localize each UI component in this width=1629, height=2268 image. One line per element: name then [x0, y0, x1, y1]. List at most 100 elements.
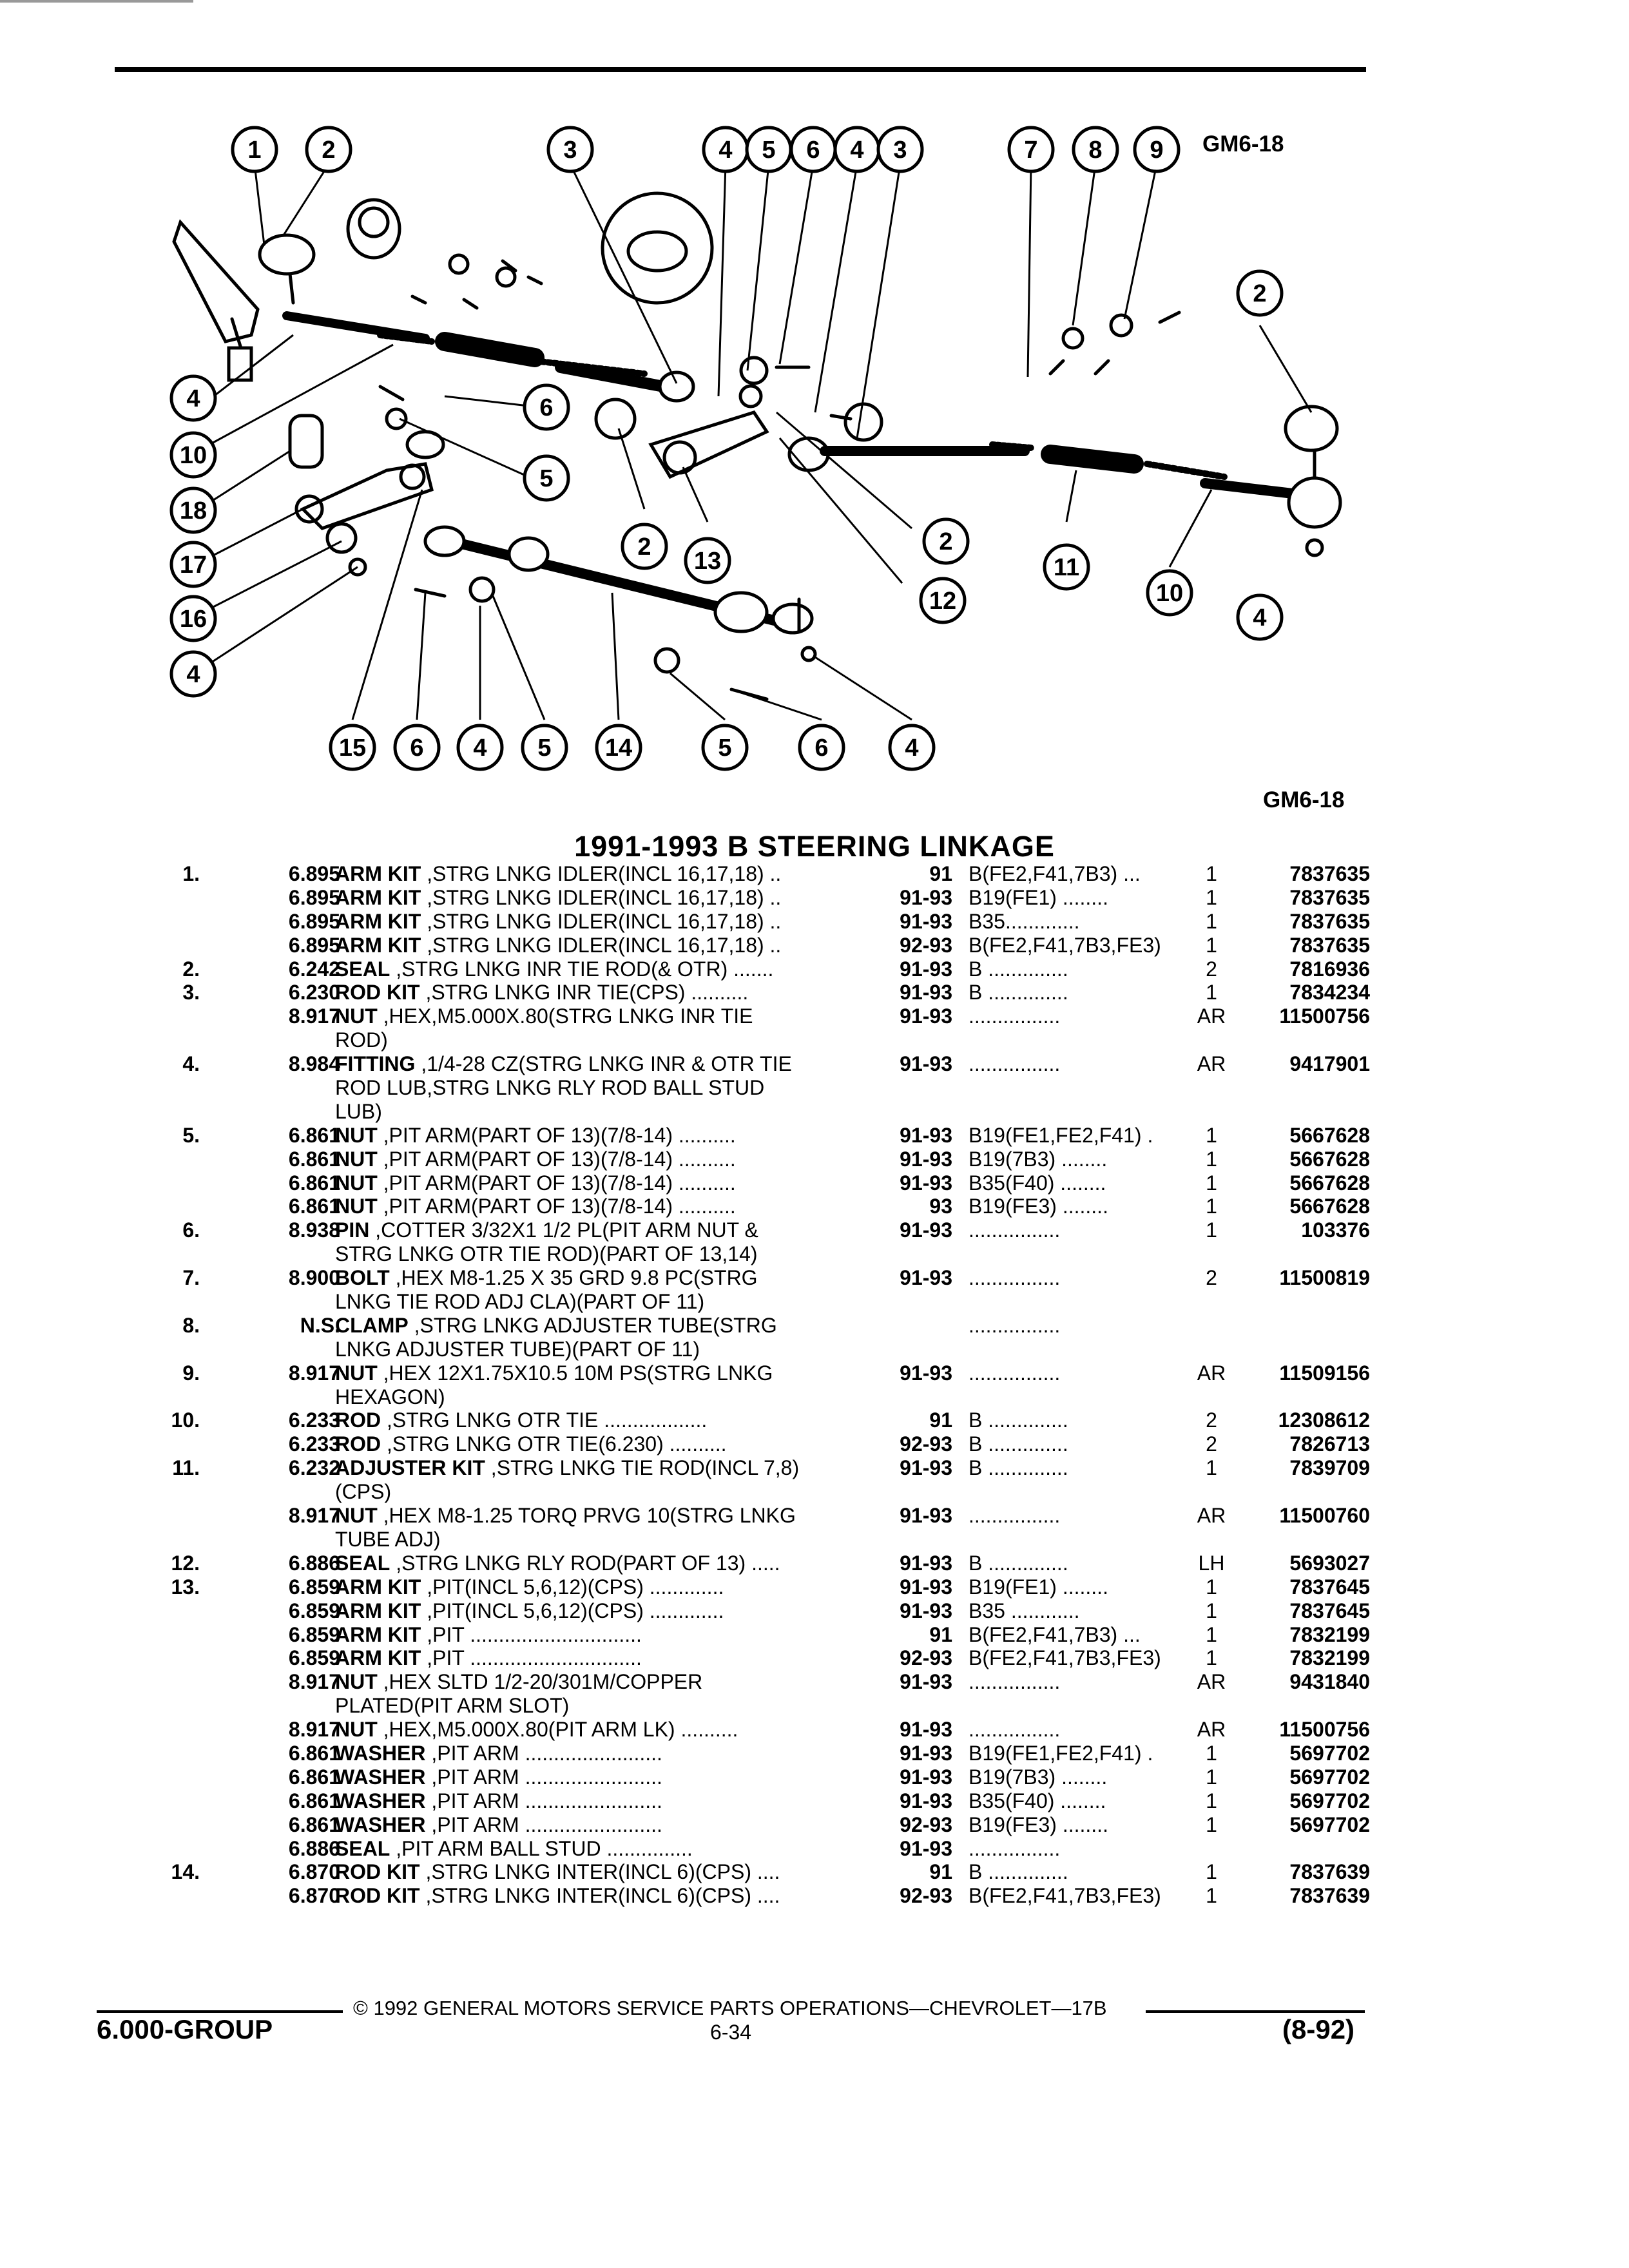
part-description: SEAL ,STRG LNKG INR TIE ROD(& OTR) .....… [335, 957, 773, 981]
part-name: ADJUSTER KIT [335, 1456, 485, 1480]
callout-number: 5 [762, 137, 775, 164]
model-codes: B(FE2,F41,7B3,FE3) [969, 933, 1161, 957]
part-description: CLAMP ,STRG LNKG ADJUSTER TUBE(STRG [335, 1314, 777, 1338]
part-name: ROD KIT [335, 1884, 420, 1908]
callout-number: 7 [1024, 137, 1037, 164]
part-detail: ,COTTER 3/32X1 1/2 PL(PIT ARM NUT & [369, 1218, 758, 1242]
part-number: 7837639 [1289, 1860, 1370, 1884]
model-codes: B19(FE1) ........ [969, 885, 1108, 909]
model-codes: B19(FE1) ........ [969, 1575, 1108, 1599]
callout-circle [1007, 126, 1055, 173]
part-detail: ,STRG LNKG IDLER(INCL 16,17,18) .. [421, 885, 782, 909]
callout-number: 4 [905, 735, 918, 762]
part-number: 5697702 [1289, 1765, 1370, 1789]
item-number: 1. [182, 862, 200, 885]
quantity: 1 [1206, 1171, 1217, 1195]
item-number: 7. [182, 1266, 200, 1290]
part-name: ROD KIT [335, 981, 420, 1004]
part-detail: ,PIT .............................. [421, 1622, 642, 1646]
part-description: PIN ,COTTER 3/32X1 1/2 PL(PIT ARM NUT & [335, 1218, 758, 1242]
part-description: FITTING ,1/4-28 CZ(STRG LNKG INR & OTR T… [335, 1052, 792, 1076]
part-detail: HEXAGON) [335, 1385, 445, 1408]
part-description: WASHER ,PIT ARM ........................ [335, 1813, 662, 1837]
model-codes: B19(FE1,FE2,F41) . [969, 1741, 1153, 1765]
part-description: ARM KIT ,STRG LNKG IDLER(INCL 16,17,18) … [335, 886, 781, 910]
quantity: 1 [1206, 1456, 1217, 1480]
parts-row: HEXAGON) [0, 1385, 1629, 1409]
callout-circle [621, 523, 668, 570]
parts-row: ROD) [0, 1028, 1629, 1052]
part-number: 11500819 [1279, 1266, 1370, 1290]
group-number: 6.859 [288, 1575, 340, 1599]
part-name: WASHER [335, 1765, 426, 1789]
part-detail: (CPS) [335, 1480, 392, 1504]
part-name: NUT [335, 1504, 378, 1528]
group-number: 8.917 [288, 1361, 340, 1385]
callout-circle [456, 724, 504, 771]
part-description: WASHER ,PIT ARM ........................ [335, 1742, 662, 1765]
part-description: ARM KIT ,PIT(INCL 5,6,12)(CPS) .........… [335, 1575, 724, 1599]
part-description: LUB) [335, 1100, 382, 1124]
callout-number: 13 [694, 548, 721, 575]
group-number: 8.900 [288, 1266, 340, 1290]
part-detail: LUB) [335, 1099, 382, 1123]
group-number: 8.917 [288, 1718, 340, 1742]
part-description: SEAL ,PIT ARM BALL STUD ............... [335, 1837, 693, 1861]
part-number: 7837639 [1289, 1884, 1370, 1908]
part-number: 7834234 [1289, 981, 1370, 1004]
callout-number: 3 [893, 137, 907, 164]
part-detail: TUBE ADJ) [335, 1527, 441, 1551]
callout-number: 14 [605, 735, 632, 762]
group-number: 6.232 [288, 1456, 340, 1480]
group-label: 6.000-GROUP [97, 2014, 273, 2044]
callout-number: 5 [537, 735, 551, 762]
callout-circle [393, 724, 441, 771]
group-number: 6.861 [288, 1741, 340, 1765]
parts-row: ROD LUB,STRG LNKG RLY ROD BALL STUD [0, 1076, 1629, 1100]
parts-row: LNKG TIE ROD ADJ CLA)(PART OF 11) [0, 1290, 1629, 1314]
model-codes: ................ [969, 1052, 1061, 1076]
part-description: NUT ,HEX,M5.000X.80(PIT ARM LK) ........… [335, 1718, 738, 1742]
callout-circle [876, 126, 924, 173]
quantity: 1 [1206, 1218, 1217, 1242]
part-name: NUT [335, 1361, 378, 1385]
model-years: 91-93 [900, 1765, 952, 1789]
part-detail: ,1/4-28 CZ(STRG LNKG INR & OTR TIE [415, 1052, 792, 1076]
part-detail: ,STRG LNKG RLY ROD(PART OF 13) ..... [390, 1551, 780, 1575]
model-codes: ................ [969, 1718, 1061, 1742]
quantity: LH [1198, 1551, 1225, 1575]
figure-code-bottom: GM6-18 [1263, 787, 1345, 812]
group-number: 6.233 [288, 1408, 340, 1432]
callout-circle [169, 650, 217, 698]
quantity: 1 [1206, 1860, 1217, 1884]
group-number: N.S. [300, 1313, 340, 1337]
part-number: 5667628 [1289, 1123, 1370, 1147]
part-detail: ,PIT ARM ........................ [425, 1812, 662, 1836]
callout-circle [169, 431, 217, 479]
group-number: 8.917 [288, 1504, 340, 1528]
model-years: 91 [929, 862, 952, 885]
quantity: 1 [1206, 1765, 1217, 1789]
quantity: 1 [1206, 1812, 1217, 1836]
quantity: 1 [1206, 1884, 1217, 1908]
model-years: 91-93 [900, 1551, 952, 1575]
model-years: 91 [929, 1622, 952, 1646]
model-years: 91-93 [900, 1504, 952, 1528]
part-name: NUT [335, 1123, 378, 1147]
model-years: 91-93 [900, 1836, 952, 1860]
part-name: ARM KIT [335, 933, 421, 957]
model-codes: ................ [969, 1361, 1061, 1385]
model-codes: ................ [969, 1004, 1061, 1028]
part-description: NUT ,HEX,M5.000X.80(STRG LNKG INR TIE [335, 1004, 753, 1028]
part-detail: ,HEX M8-1.25 TORQ PRVG 10(STRG LNKG [377, 1504, 796, 1528]
part-number: 7837645 [1289, 1575, 1370, 1599]
model-codes: B19(7B3) ........ [969, 1765, 1108, 1789]
model-years: 91-93 [900, 1670, 952, 1694]
